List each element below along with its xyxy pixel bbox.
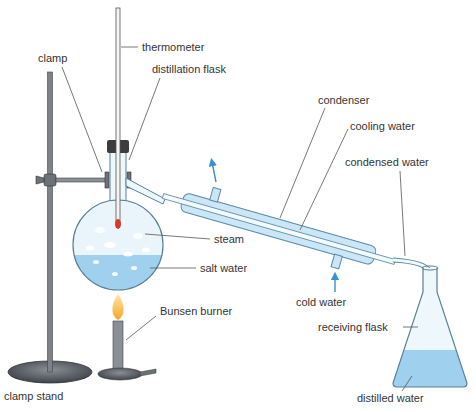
condenser [157, 175, 401, 283]
part-label: condenser [318, 94, 369, 107]
part-label: Bunsen burner [160, 305, 232, 318]
part-label: clamp stand [4, 390, 63, 403]
part-label: cooling water [350, 120, 415, 133]
water-in-arrow [334, 276, 335, 292]
part-label: distillation flask [152, 63, 226, 76]
thermometer [115, 8, 121, 229]
receiving-flask [393, 266, 467, 387]
part-label: cold water [296, 296, 346, 309]
part-label: receiving flask [318, 321, 388, 334]
water-out-arrow [212, 162, 216, 182]
part-label: salt water [200, 262, 247, 275]
leader-lines [62, 47, 418, 391]
part-label: clamp [38, 52, 67, 65]
part-label: distilled water [357, 392, 424, 405]
part-label: condensed water [345, 156, 429, 169]
bunsen-burner [98, 294, 156, 380]
part-label: steam [214, 233, 244, 246]
part-label: thermometer [142, 41, 204, 54]
